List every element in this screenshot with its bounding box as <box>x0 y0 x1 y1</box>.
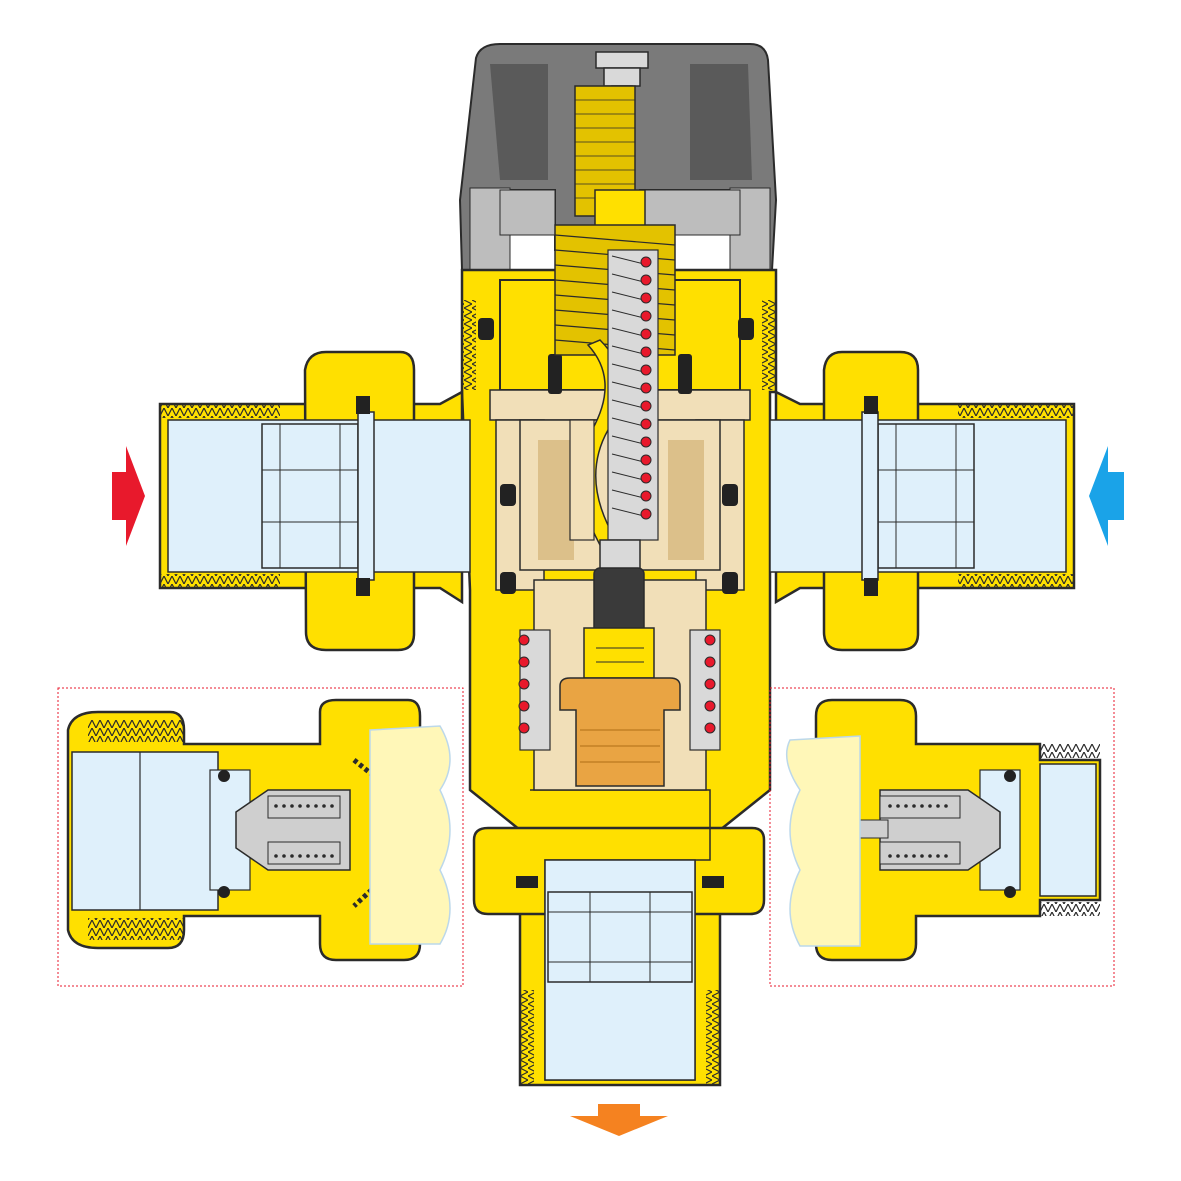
spring-dot <box>274 854 278 858</box>
spring-coil-dot <box>640 328 652 340</box>
spring-dot <box>896 804 900 808</box>
spring-dot <box>904 804 908 808</box>
spring-dot <box>888 854 892 858</box>
spring-coil-dot <box>640 346 652 358</box>
upper-spring <box>607 249 659 541</box>
spring-coil-dot <box>518 656 530 668</box>
thermostatic-cartridge <box>478 85 754 791</box>
spring-coil-dot <box>640 508 652 520</box>
spring-coil-dot <box>640 490 652 502</box>
spring-coil-dot <box>704 656 716 668</box>
spring-coil-dot <box>640 256 652 268</box>
spring-dot <box>298 854 302 858</box>
spring-coil-dot <box>640 310 652 322</box>
spring-dot <box>322 804 326 808</box>
spring-coil-dot <box>640 400 652 412</box>
spring-dot <box>912 804 916 808</box>
spring-dot <box>330 804 334 808</box>
spring-coil-dot <box>640 292 652 304</box>
spring-dot <box>290 804 294 808</box>
spring-coil-dot <box>518 700 530 712</box>
spring-dot <box>282 804 286 808</box>
spring-dot <box>904 854 908 858</box>
spring-coil-dot <box>518 634 530 646</box>
right-check-valve-inset <box>769 687 1115 987</box>
spring-dot <box>330 854 334 858</box>
spring-dot <box>322 854 326 858</box>
spring-dot <box>920 804 924 808</box>
spring-dot <box>274 804 278 808</box>
spring-coil-dot <box>704 700 716 712</box>
spring-dot <box>282 854 286 858</box>
spring-coil-dot <box>518 722 530 734</box>
spring-dot <box>944 804 948 808</box>
spring-dot <box>306 854 310 858</box>
cold-inlet-arrow-icon <box>1089 446 1124 546</box>
left-check-valve-inset <box>57 687 464 987</box>
spring-coil-dot <box>640 382 652 394</box>
spring-dot <box>306 804 310 808</box>
spring-coil-dot <box>518 678 530 690</box>
spring-dot <box>888 804 892 808</box>
mixed-outlet-arrow-icon <box>570 1104 668 1136</box>
spring-dot <box>928 854 932 858</box>
check-valve-closed <box>857 770 1016 898</box>
spring-coil-dot <box>640 436 652 448</box>
spring-coil-dot <box>640 472 652 484</box>
hot-inlet-arrow-icon <box>112 446 145 546</box>
spring-coil-dot <box>640 454 652 466</box>
spring-dot <box>928 804 932 808</box>
spring-dot <box>912 854 916 858</box>
spring-dot <box>314 804 318 808</box>
spring-coil-dot <box>704 678 716 690</box>
lower-springs <box>518 629 721 751</box>
spring-dot <box>944 854 948 858</box>
spring-dot <box>896 854 900 858</box>
spring-dot <box>298 804 302 808</box>
spring-dot <box>936 804 940 808</box>
spring-dot <box>920 854 924 858</box>
check-valve-open <box>218 770 351 898</box>
spring-dot <box>314 854 318 858</box>
spring-coil-dot <box>640 274 652 286</box>
spring-dot <box>290 854 294 858</box>
spring-coil-dot <box>640 418 652 430</box>
spring-coil-dot <box>640 364 652 376</box>
spring-coil-dot <box>704 722 716 734</box>
spring-dot <box>936 854 940 858</box>
spring-coil-dot <box>704 634 716 646</box>
wax-element <box>559 677 681 787</box>
